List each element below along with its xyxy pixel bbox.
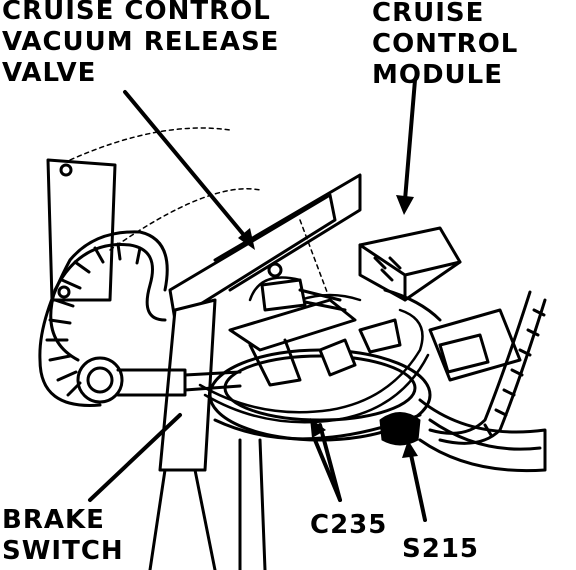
- cruise-control-module-label: CRUISE CONTROL MODULE: [372, 0, 519, 90]
- right-connector: [383, 288, 547, 473]
- vacuum-release-valve: [260, 262, 347, 312]
- leader-lines: [88, 78, 427, 522]
- brake-switch-body: [76, 356, 242, 404]
- leader-arrowheads: [238, 195, 418, 458]
- steering-column: [148, 173, 362, 570]
- cruise-control-module: [358, 226, 462, 302]
- s215-label: S215: [402, 534, 479, 564]
- mounting-plate: [46, 158, 117, 302]
- s215-connector: [379, 412, 421, 446]
- vacuum-release-valve-label: CRUISE CONTROL VACUUM RELEASE VALVE: [2, 0, 280, 88]
- hidden-lines: [69, 127, 331, 301]
- corrugated-hose: [38, 230, 169, 407]
- brake-switch-label: BRAKE SWITCH: [2, 505, 124, 566]
- c235-label: C235: [310, 510, 388, 540]
